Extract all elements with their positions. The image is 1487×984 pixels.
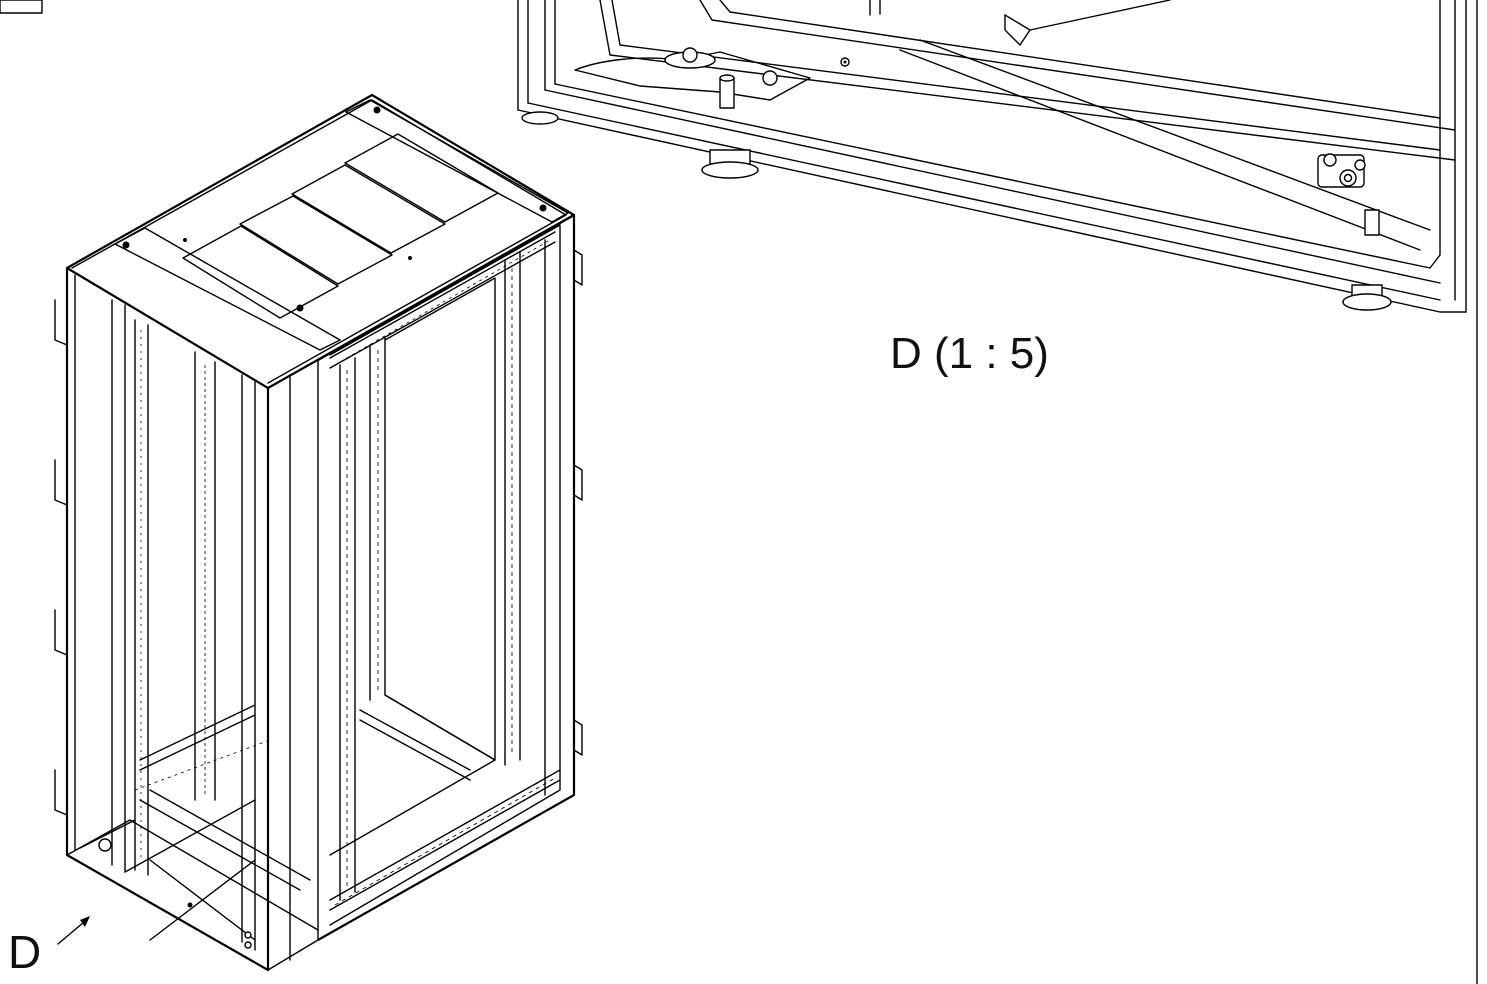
rack-cabinet (54, 93, 583, 972)
levelling-foot-right (1342, 284, 1392, 311)
detail-view-label: D (1 : 5) (890, 329, 1049, 378)
earthing-bolt (1317, 153, 1366, 188)
view-marker-d (57, 916, 90, 945)
door-hinges-right (573, 249, 583, 756)
top-vent-panels (114, 99, 569, 351)
door-hinges-left (54, 299, 68, 816)
levelling-foot-left (701, 149, 759, 179)
view-marker-letter: D (8, 926, 41, 978)
mounting-rail-front-left (134, 319, 149, 876)
mounting-rail-front-right (194, 351, 216, 801)
base-frame (66, 694, 561, 941)
detail-view-d (517, 0, 1467, 313)
mounting-rails-side (339, 251, 521, 901)
